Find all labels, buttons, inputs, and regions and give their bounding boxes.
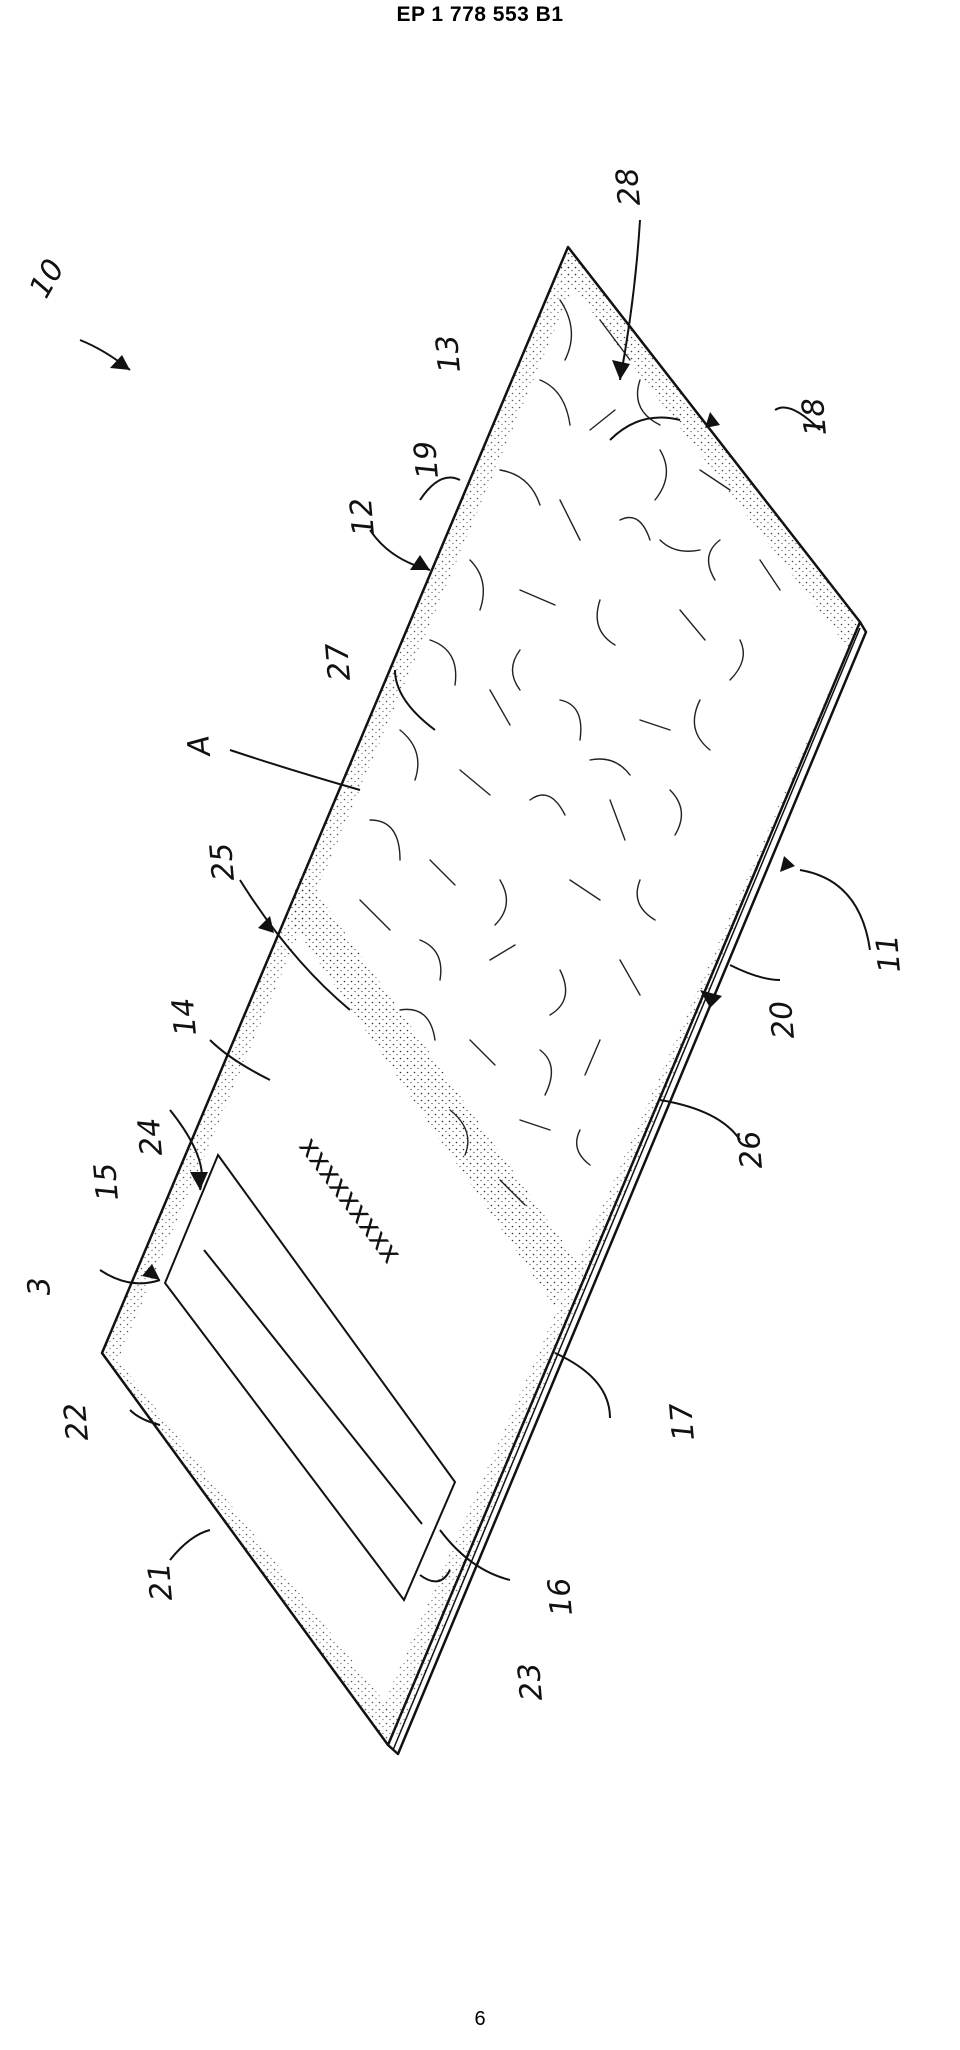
- ref-label-18: 18: [796, 396, 834, 437]
- page-number: 6: [474, 2008, 486, 2030]
- leader-lines: [79, 219, 871, 1583]
- ref-label-21: 21: [142, 1561, 180, 1602]
- ref-label-17: 17: [664, 1401, 702, 1442]
- ref-label-24: 24: [132, 1116, 170, 1157]
- label-rectangle: [163, 1152, 457, 1602]
- ref-label-16: 16: [542, 1576, 580, 1617]
- reference-labels: 10 28 13 19 18 12 27 A 25 14 24 15 3 22 …: [21, 166, 908, 1702]
- ref-label-20: 20: [764, 999, 802, 1040]
- ref-label-11: 11: [870, 933, 908, 974]
- patent-number-header: EP 1 778 553 B1: [396, 3, 564, 26]
- ref-label-25: 25: [204, 841, 242, 882]
- ref-label-13: 13: [430, 333, 468, 374]
- ref-label-22: 22: [58, 1401, 96, 1442]
- ref-label-27: 27: [320, 641, 358, 682]
- ref-label-14: 14: [166, 996, 204, 1037]
- ref-label-19: 19: [408, 439, 446, 480]
- ref-label-28: 28: [610, 166, 648, 207]
- ref-label-15: 15: [88, 1161, 126, 1202]
- stippled-regions: [102, 247, 860, 1745]
- ref-label-A: A: [181, 734, 218, 759]
- ref-label-12: 12: [344, 496, 382, 537]
- arrowheads: [110, 355, 795, 1280]
- ref-label-23: 23: [512, 1661, 550, 1702]
- ref-label-10: 10: [23, 253, 72, 304]
- ref-label-26: 26: [732, 1129, 770, 1170]
- ref-label-3: 3: [21, 1275, 58, 1297]
